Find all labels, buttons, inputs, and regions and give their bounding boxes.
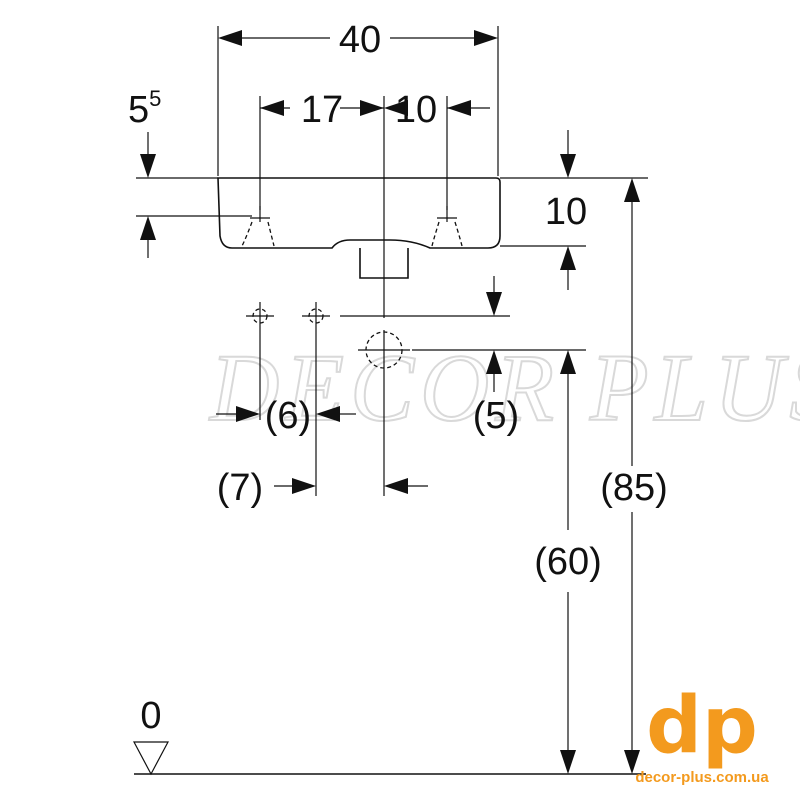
faucet-hole-right (431, 206, 463, 247)
dim-total-width: 40 (339, 19, 381, 61)
logo-mark: dp (646, 681, 758, 771)
dim-top-offset-sup: 5 (149, 86, 161, 111)
drain-outlet-marker (358, 330, 410, 496)
basin-outline (217, 177, 501, 249)
dim-left-offset: 17 (301, 89, 343, 131)
dim-valve-offset: (7) (217, 467, 263, 509)
dim-valve-spacing: (6) (265, 395, 311, 437)
floor-level-symbol (133, 741, 169, 776)
watermark-text: DECOR PLUS (208, 334, 800, 441)
dim-rim-height: 10 (545, 191, 587, 233)
dim-drain-offset: (5) (473, 395, 519, 437)
dim-right-offset: 10 (395, 89, 437, 131)
logo-url: decor-plus.com.ua (635, 769, 769, 786)
valve-marker-right (302, 302, 330, 496)
dim-rim-total-height: (85) (600, 467, 668, 509)
dim-top-offset: 55 (128, 86, 161, 131)
faucet-hole-left (241, 206, 275, 247)
dim-floor-level: 0 (140, 695, 161, 737)
valve-marker-left (246, 302, 274, 420)
dim-drain-height: (60) (534, 541, 602, 583)
dim-top-offset-main: 5 (128, 89, 149, 131)
